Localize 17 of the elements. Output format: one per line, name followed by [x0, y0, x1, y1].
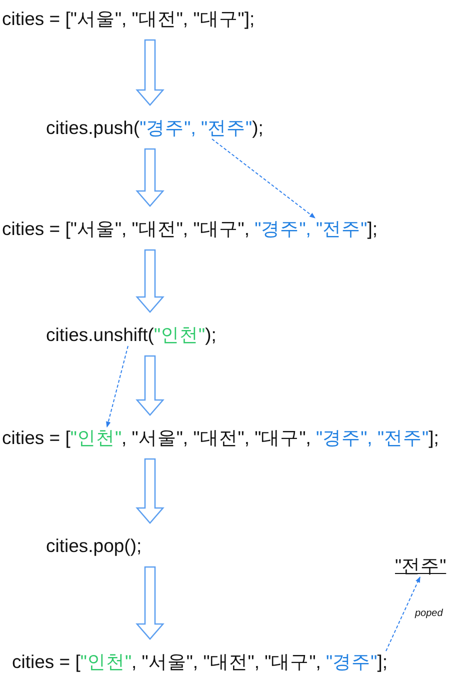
- hollow-arrow: [136, 249, 164, 313]
- dashed-arrow: [386, 576, 420, 652]
- code-line: cities.push("경주", "전주");: [46, 117, 264, 139]
- code-line: cities = ["서울", "대전", "대구", "경주", "전주"];: [2, 218, 378, 240]
- hollow-arrow: [136, 458, 164, 524]
- hollow-arrow: [136, 148, 164, 207]
- code-line: cities = ["인천", "서울", "대전", "대구", "경주", "전주"];: [2, 427, 439, 449]
- hollow-arrow: [136, 355, 164, 416]
- code-line: cities.unshift("인천");: [46, 324, 216, 346]
- code-line: cities.pop();: [46, 535, 142, 557]
- code-line: cities = ["서울", "대전", "대구"];: [2, 8, 255, 30]
- dashed-arrow: [106, 346, 128, 428]
- code-line: cities = ["인천", "서울", "대전", "대구", "경주"];: [12, 651, 388, 673]
- hollow-arrow: [136, 39, 164, 106]
- dashed-arrow: [212, 138, 316, 218]
- edge-label: poped: [414, 608, 444, 619]
- hollow-arrow: [136, 566, 164, 640]
